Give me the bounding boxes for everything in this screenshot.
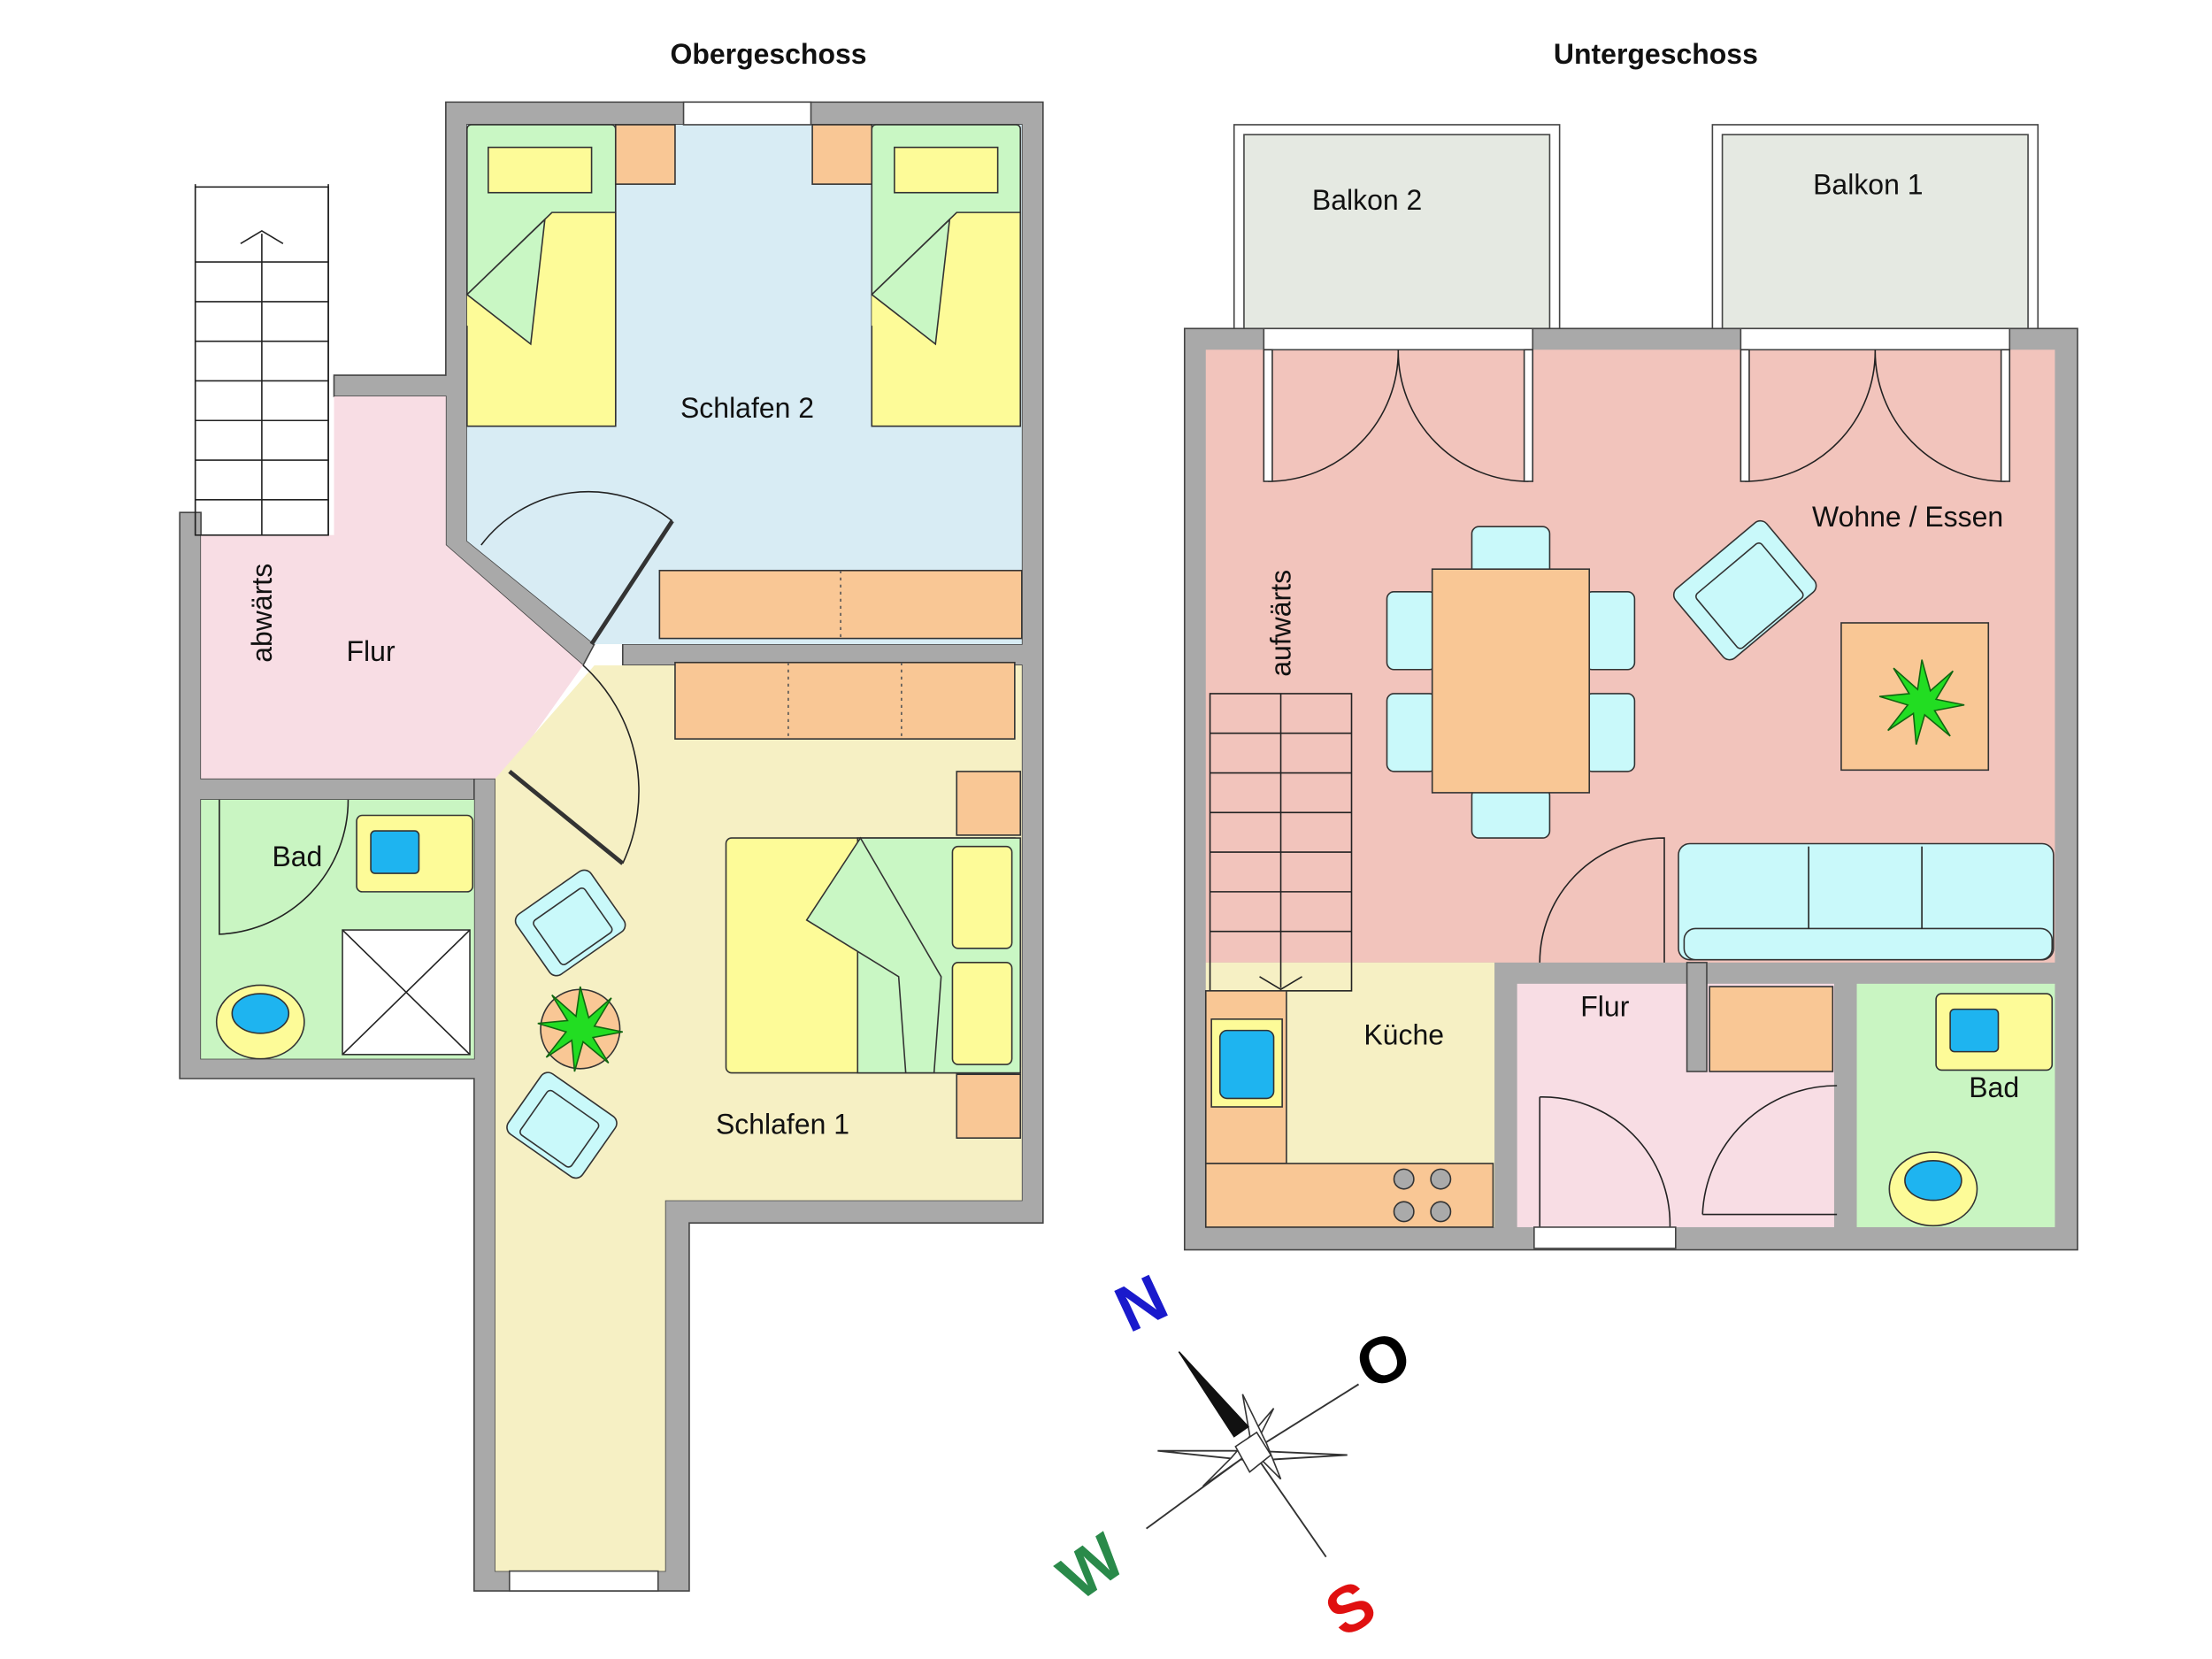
room-label-flur-upper: Flur (347, 635, 396, 667)
nightstand (614, 124, 676, 185)
nightstand (811, 124, 873, 185)
room-balkon-1 (1721, 134, 2029, 331)
bed-left-schlafen-2 (465, 124, 617, 427)
nightstand (956, 771, 1022, 836)
compass-east: O (1345, 1316, 1422, 1403)
room-label-schlafen-1: Schlafen 1 (716, 1108, 849, 1140)
compass-west: W (1045, 1519, 1138, 1615)
compass-north: N (1104, 1260, 1178, 1347)
door-swing-entrance (1539, 1095, 1671, 1227)
armchair (506, 1071, 618, 1179)
upper-floor-title: Obergeschoss (670, 38, 866, 70)
double-bed (725, 836, 1022, 1074)
room-label-balkon-1: Balkon 1 (1813, 168, 1923, 200)
compass-south: S (1313, 1565, 1387, 1650)
door-swing-bad (219, 799, 349, 935)
upper-floor-plan: Obergeschoss abwärts (179, 38, 1044, 1592)
entrance-door (1533, 1226, 1677, 1249)
window-schlafen-2 (682, 101, 812, 126)
dining-set (1386, 526, 1636, 839)
door-swing-bad-lower (1701, 1085, 1838, 1216)
stairs-arrow-icon (1259, 976, 1302, 991)
stove-icon (1393, 1168, 1452, 1223)
lower-floor-title: Untergeschoss (1554, 38, 1758, 70)
door-swing-schlafen-1 (582, 664, 640, 864)
balcony-door-1 (1740, 327, 2011, 351)
room-label-kueche: Küche (1363, 1019, 1444, 1051)
lower-floor-plan: Untergeschoss Balkon 2 Balkon 1 Wohne / … (1183, 38, 2078, 1251)
compass-needle-icon (1178, 1351, 1249, 1438)
stairs-label-abwaerts: abwärts (246, 564, 278, 663)
room-label-schlafen-2: Schlafen 2 (680, 392, 814, 424)
room-label-wohne-essen: Wohne / Essen (1812, 501, 2003, 533)
room-label-bad-lower: Bad (1969, 1071, 2019, 1103)
armchair (514, 869, 626, 977)
stairs-arrow-icon (240, 229, 284, 244)
window-schlafen-1 (509, 1570, 659, 1592)
nightstand (956, 1073, 1022, 1139)
plant-icon (537, 986, 623, 1072)
room-balkon-2 (1243, 134, 1551, 331)
bed-right-schlafen-2 (871, 124, 1022, 427)
wardrobe-schlafen-1 (674, 661, 1016, 740)
room-label-balkon-2: Balkon 2 (1312, 184, 1422, 216)
cabinet (1709, 986, 1834, 1072)
stairs-label-aufwaerts: aufwärts (1265, 570, 1297, 677)
room-label-flur-lower: Flur (1580, 991, 1629, 1023)
wall (1686, 962, 1708, 1072)
door-swing-wohnen (1539, 837, 1665, 963)
room-label-bad-upper: Bad (272, 841, 322, 872)
stairs-lower (1209, 693, 1353, 992)
compass-rose: N O W S (1045, 1260, 1422, 1651)
room-flur-upper (201, 396, 583, 779)
door-swing-schlafen-2 (480, 490, 673, 546)
sofa (1678, 842, 2055, 961)
plant-icon (1878, 659, 1965, 745)
armchair (1672, 519, 1817, 661)
kitchen-counter (1204, 1163, 1494, 1228)
balcony-door-2 (1263, 327, 1534, 351)
stairs-upper (194, 184, 329, 536)
